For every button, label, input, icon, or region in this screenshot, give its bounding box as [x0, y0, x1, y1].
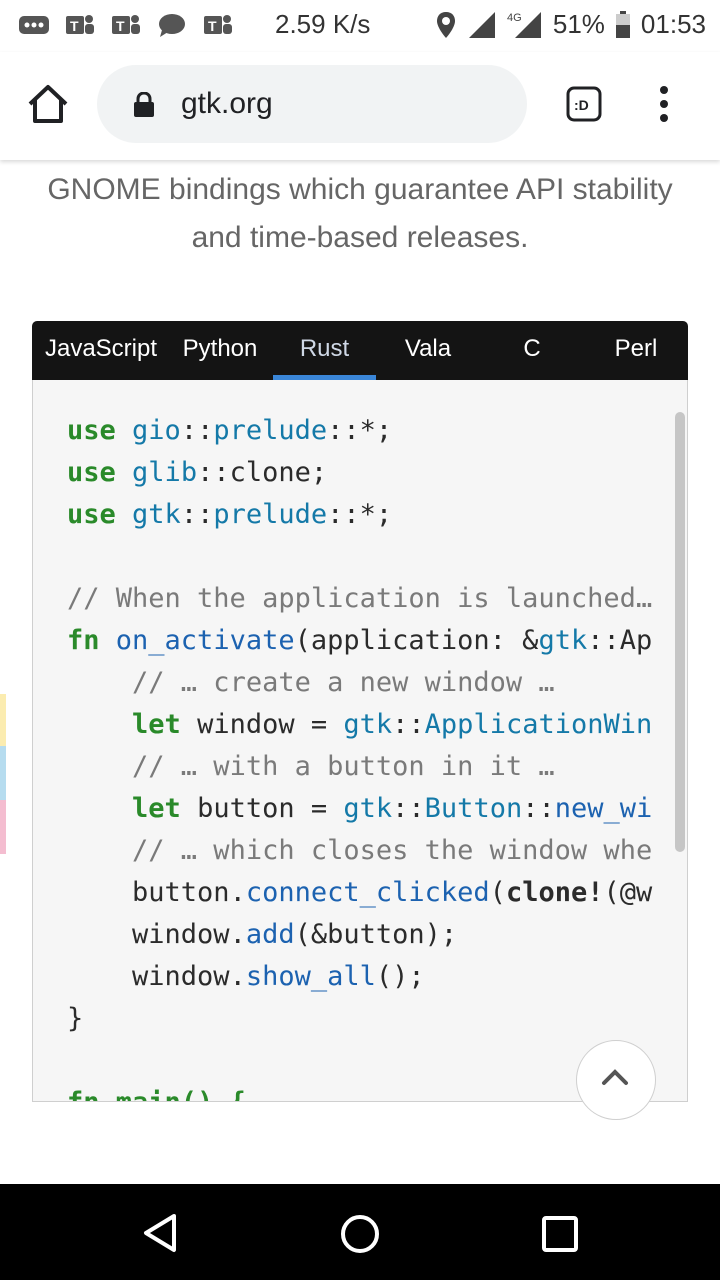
lock-icon — [134, 92, 154, 117]
language-tab-bar: JavaScript Python Rust Vala C Perl — [32, 321, 688, 380]
chat-icon — [159, 14, 185, 37]
clock: 01:53 — [640, 9, 706, 39]
recent-apps-icon[interactable] — [540, 1214, 580, 1254]
code-line: // When the application is launched… — [67, 583, 653, 614]
edge-strip-pink — [0, 800, 6, 854]
battery-icon — [615, 10, 630, 38]
tab-c[interactable]: C — [523, 335, 541, 362]
code-scrollbar[interactable] — [675, 412, 685, 852]
signal-icon — [468, 11, 495, 38]
code-line: // … which closes the window whe — [132, 835, 653, 866]
status-bar: T T T 2.59 K/s 4G 51% 01:53 — [0, 0, 720, 52]
network-type: 4G — [507, 12, 522, 24]
system-nav-bar — [0, 1184, 720, 1280]
url-text[interactable]: gtk.org — [181, 87, 273, 120]
svg-text:T: T — [70, 18, 79, 34]
chevron-up-icon — [602, 1069, 628, 1085]
scroll-to-top-button[interactable] — [576, 1040, 656, 1120]
network-speed: 2.59 K/s — [275, 9, 371, 39]
edge-strip-yellow — [0, 694, 6, 746]
tab-switcher-label: :D — [574, 97, 589, 113]
edge-strip-blue — [0, 746, 6, 800]
code-line: // … with a button in it … — [132, 751, 555, 782]
battery-percent: 51% — [552, 9, 605, 39]
teams-icon: T — [112, 15, 140, 34]
tab-switcher-button[interactable]: :D — [566, 86, 602, 122]
code-line: let button = gtk::Button::new_wi — [132, 793, 653, 824]
teams-icon: T — [66, 15, 94, 34]
svg-text:T: T — [116, 18, 125, 34]
teams-icon: T — [204, 15, 232, 34]
overflow-menu-icon[interactable] — [654, 84, 674, 124]
code-line — [67, 536, 652, 578]
notification-icons: T T T — [18, 10, 234, 40]
tab-javascript[interactable]: JavaScript — [44, 335, 158, 362]
location-icon — [436, 11, 455, 38]
code-line: button.connect_clicked(clone!(@w — [132, 877, 653, 908]
home-nav-icon[interactable] — [338, 1212, 382, 1256]
code-line: let window = gtk::ApplicationWin — [132, 709, 653, 740]
code-line: use glib::clone; — [67, 457, 328, 488]
svg-text:T: T — [208, 18, 217, 34]
code-line — [67, 1040, 652, 1082]
address-bar[interactable]: gtk.org — [97, 65, 527, 143]
code-line: // … create a new window … — [132, 667, 555, 698]
intro-line-2: and time-based releases. — [191, 221, 529, 254]
active-tab-indicator — [273, 375, 376, 380]
system-icons: 4G 51% 01:53 — [435, 9, 706, 40]
code-line: } — [67, 1003, 84, 1034]
code-line: use gtk::prelude::*; — [67, 499, 393, 530]
code-panel[interactable]: use gio::prelude::*; use glib::clone; us… — [32, 380, 688, 1102]
tab-vala[interactable]: Vala — [404, 335, 452, 362]
code-line: fn on_activate(application: &gtk::Ap — [67, 625, 653, 656]
code-line: use gio::prelude::*; — [67, 415, 393, 446]
tab-rust[interactable]: Rust — [299, 335, 350, 362]
back-icon[interactable] — [140, 1212, 180, 1254]
browser-toolbar: gtk.org :D — [0, 52, 720, 160]
code-block: use gio::prelude::*; use glib::clone; us… — [67, 410, 653, 1101]
more-icon — [19, 16, 49, 34]
intro-line-1: GNOME bindings which guarantee API stabi… — [47, 173, 673, 206]
code-line: window.show_all(); — [132, 961, 425, 992]
tab-perl[interactable]: Perl — [614, 335, 658, 362]
signal-4g-icon: 4G — [507, 11, 541, 38]
intro-text: GNOME bindings which guarantee API stabi… — [20, 166, 700, 262]
tab-python[interactable]: Python — [182, 335, 258, 362]
home-icon[interactable] — [26, 82, 70, 126]
code-line: window.add(&button); — [132, 919, 458, 950]
code-line: fn main() { — [67, 1082, 652, 1101]
